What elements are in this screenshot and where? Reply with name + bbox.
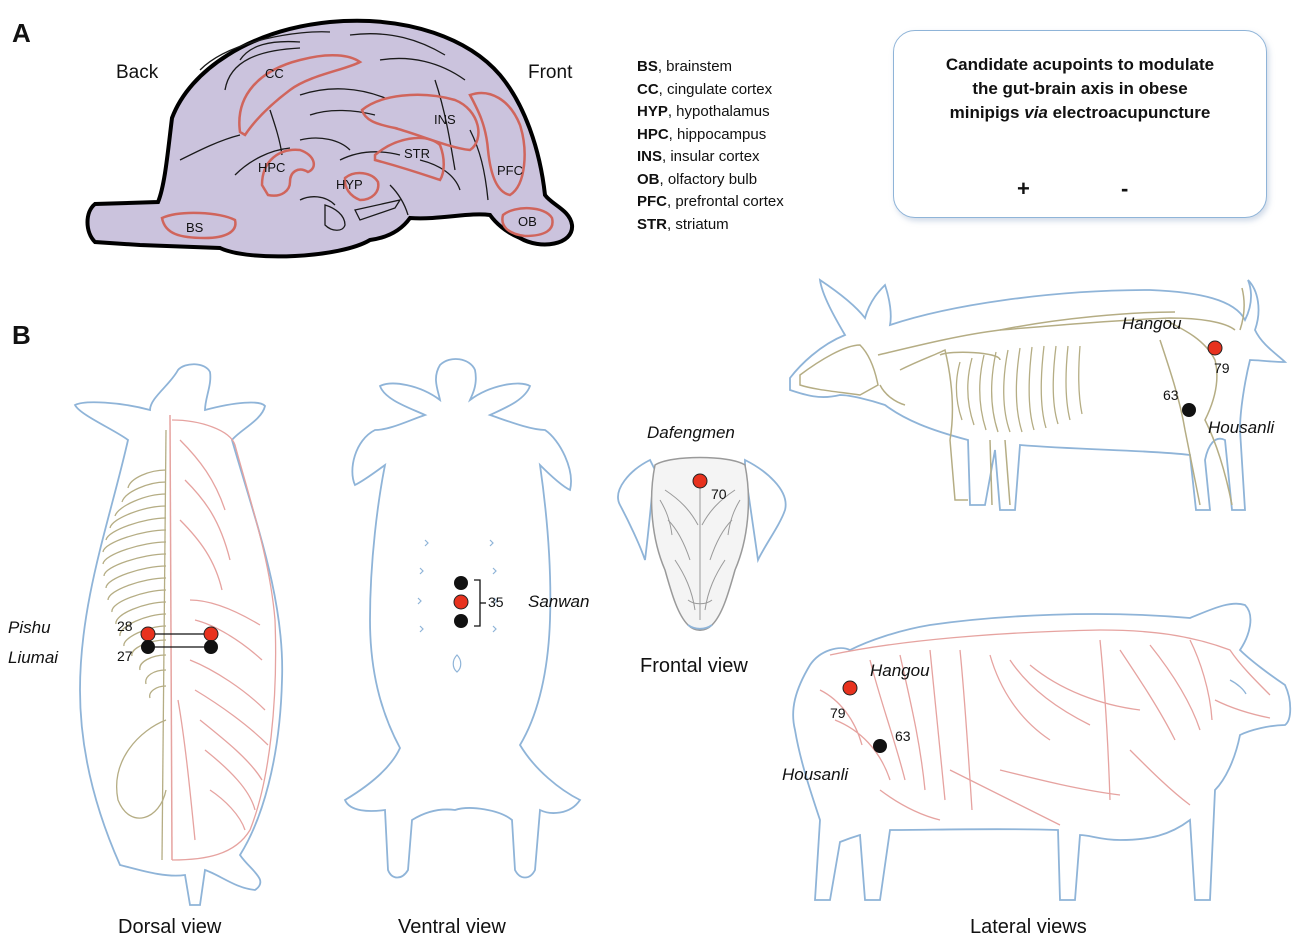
lateral-pig-skeleton [790,280,1285,510]
abbr-pfc: PFC, prefrontal cortex [637,191,784,214]
ventral-pig [345,359,580,878]
ventral-view-label: Ventral view [398,916,506,939]
candidate-box-title: Candidate acupoints to modulate the gut-… [894,53,1266,125]
lateral-bottom-num-63: 63 [895,728,911,744]
candidate-acupoints-box: Candidate acupoints to modulate the gut-… [893,30,1267,218]
point-35-middle [454,595,468,609]
region-label-bs: BS [186,220,203,235]
dorsal-num-27: 27 [117,648,133,664]
brain-front-label: Front [528,62,572,84]
point-35-upper [454,576,468,590]
point-27-left [141,640,155,654]
region-label-cc: CC [265,66,284,81]
point-28-left [141,627,155,641]
abbreviation-legend: BS, brainstem CC, cingulate cortex HYP, … [637,56,784,236]
abbr-ob: OB, olfactory bulb [637,169,784,192]
panel-label-b: B [12,320,31,351]
dorsal-name-liumai: Liumai [8,648,58,668]
point-28-right [204,627,218,641]
dorsal-view-label: Dorsal view [118,916,221,939]
point-35-lower [454,614,468,628]
frontal-num-70: 70 [711,486,727,502]
point-70 [693,474,707,488]
ventral-name-sanwan: Sanwan [528,592,589,612]
brain-illustration [88,21,573,257]
lateral-ribs [956,346,1082,432]
lateral-top-num-79: 79 [1214,360,1230,376]
ventral-num-35: 35 [488,594,504,610]
region-label-str: STR [404,146,430,161]
frontal-view-label: Frontal view [640,655,748,678]
region-label-pfc: PFC [497,163,523,178]
region-label-hpc: HPC [258,160,285,175]
lateral-top-outline [790,280,1285,510]
dorsal-name-pishu: Pishu [8,618,51,638]
frontal-pig-head [618,458,786,631]
legend-minus: - [1121,176,1128,202]
region-label-hyp: HYP [336,177,363,192]
brain-back-label: Back [116,62,158,84]
dorsal-num-28: 28 [117,618,133,634]
lateral-top-hangou: Hangou [1122,314,1182,334]
dorsal-ribs [103,470,166,818]
lateral-top-num-63: 63 [1163,387,1179,403]
lateral-views-label: Lateral views [970,916,1087,939]
dorsal-muscles [172,420,276,860]
abbr-hpc: HPC, hippocampus [637,124,784,147]
lateral-pig-muscles [793,604,1290,900]
point-63-bottom [873,739,887,753]
dorsal-pig [75,364,282,905]
lateral-top-housanli: Housanli [1208,418,1274,438]
panel-label-a: A [12,18,31,49]
region-label-ob: OB [518,214,537,229]
lateral-bottom-housanli: Housanli [782,765,848,785]
abbr-cc: CC, cingulate cortex [637,79,784,102]
lateral-bottom-hangou: Hangou [870,661,930,681]
point-27-right [204,640,218,654]
lateral-bottom-num-79: 79 [830,705,846,721]
point-79-top [1208,341,1222,355]
frontal-name-dafengmen: Dafengmen [647,423,735,443]
abbr-hyp: HYP, hypothalamus [637,101,784,124]
region-label-ins: INS [434,112,456,127]
point-79-bottom [843,681,857,695]
abbr-ins: INS, insular cortex [637,146,784,169]
legend-plus: + [1017,176,1030,202]
abbr-str: STR, striatum [637,214,784,237]
point-63-top [1182,403,1196,417]
abbr-bs: BS, brainstem [637,56,784,79]
